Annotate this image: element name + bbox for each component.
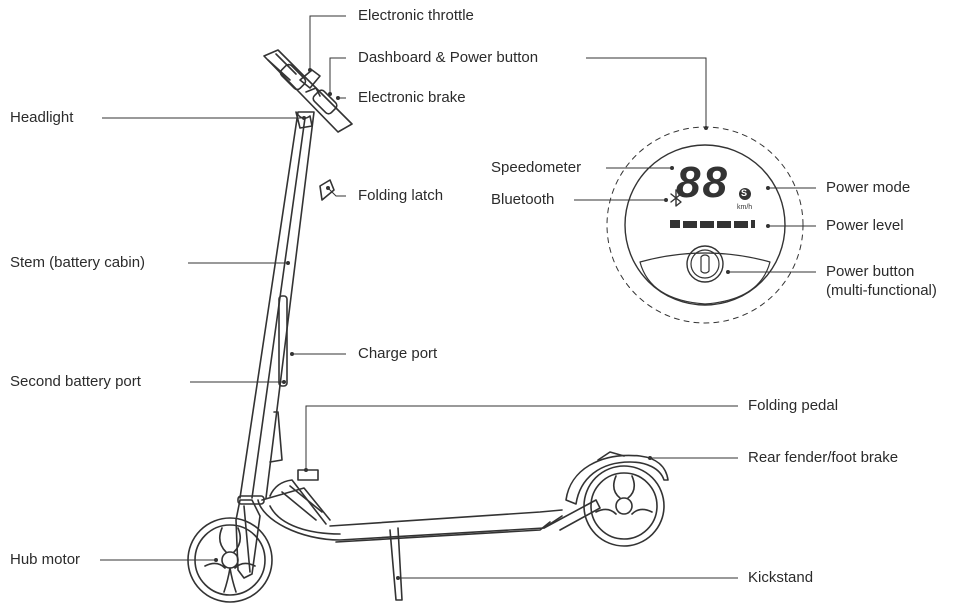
label-hub-motor: Hub motor	[10, 551, 81, 568]
leader-lines	[100, 15, 816, 579]
mode-letter: S	[741, 188, 748, 198]
label-speedometer: Speedometer	[491, 159, 582, 176]
label-power-level: Power level	[826, 217, 904, 234]
label-power-button-sub: (multi-functional)	[826, 282, 937, 299]
folding-pedal	[297, 469, 319, 481]
leader-dots	[214, 68, 770, 580]
label-bluetooth: Bluetooth	[491, 191, 555, 208]
label-electronic-throttle: Electronic throttle	[358, 7, 474, 24]
kickstand	[389, 527, 403, 601]
stem	[239, 111, 315, 499]
label-second-battery-port: Second battery port	[10, 373, 141, 390]
deck	[257, 479, 563, 543]
front-wheel	[187, 517, 273, 603]
label-dashboard-power-button: Dashboard & Power button	[358, 49, 539, 66]
label-rear-fender: Rear fender/foot brake	[748, 449, 899, 466]
label-kickstand: Kickstand	[748, 569, 814, 586]
speed-digits: 88	[676, 158, 729, 207]
label-power-button: Power button	[826, 263, 915, 280]
label-electronic-brake: Electronic brake	[358, 89, 466, 106]
label-stem: Stem (battery cabin)	[10, 254, 146, 271]
label-headlight: Headlight	[10, 109, 74, 126]
label-power-mode: Power mode	[826, 179, 911, 196]
speed-unit: km/h	[737, 204, 753, 211]
power-level-bars	[670, 220, 755, 228]
label-folding-latch: Folding latch	[358, 187, 444, 204]
label-folding-pedal: Folding pedal	[748, 397, 839, 414]
handlebar	[263, 49, 353, 133]
folding-latch	[319, 179, 335, 201]
rear-wheel	[583, 465, 665, 547]
label-charge-port: Charge port	[358, 345, 438, 362]
mode-badge	[739, 188, 751, 200]
rear-fender	[543, 451, 669, 531]
